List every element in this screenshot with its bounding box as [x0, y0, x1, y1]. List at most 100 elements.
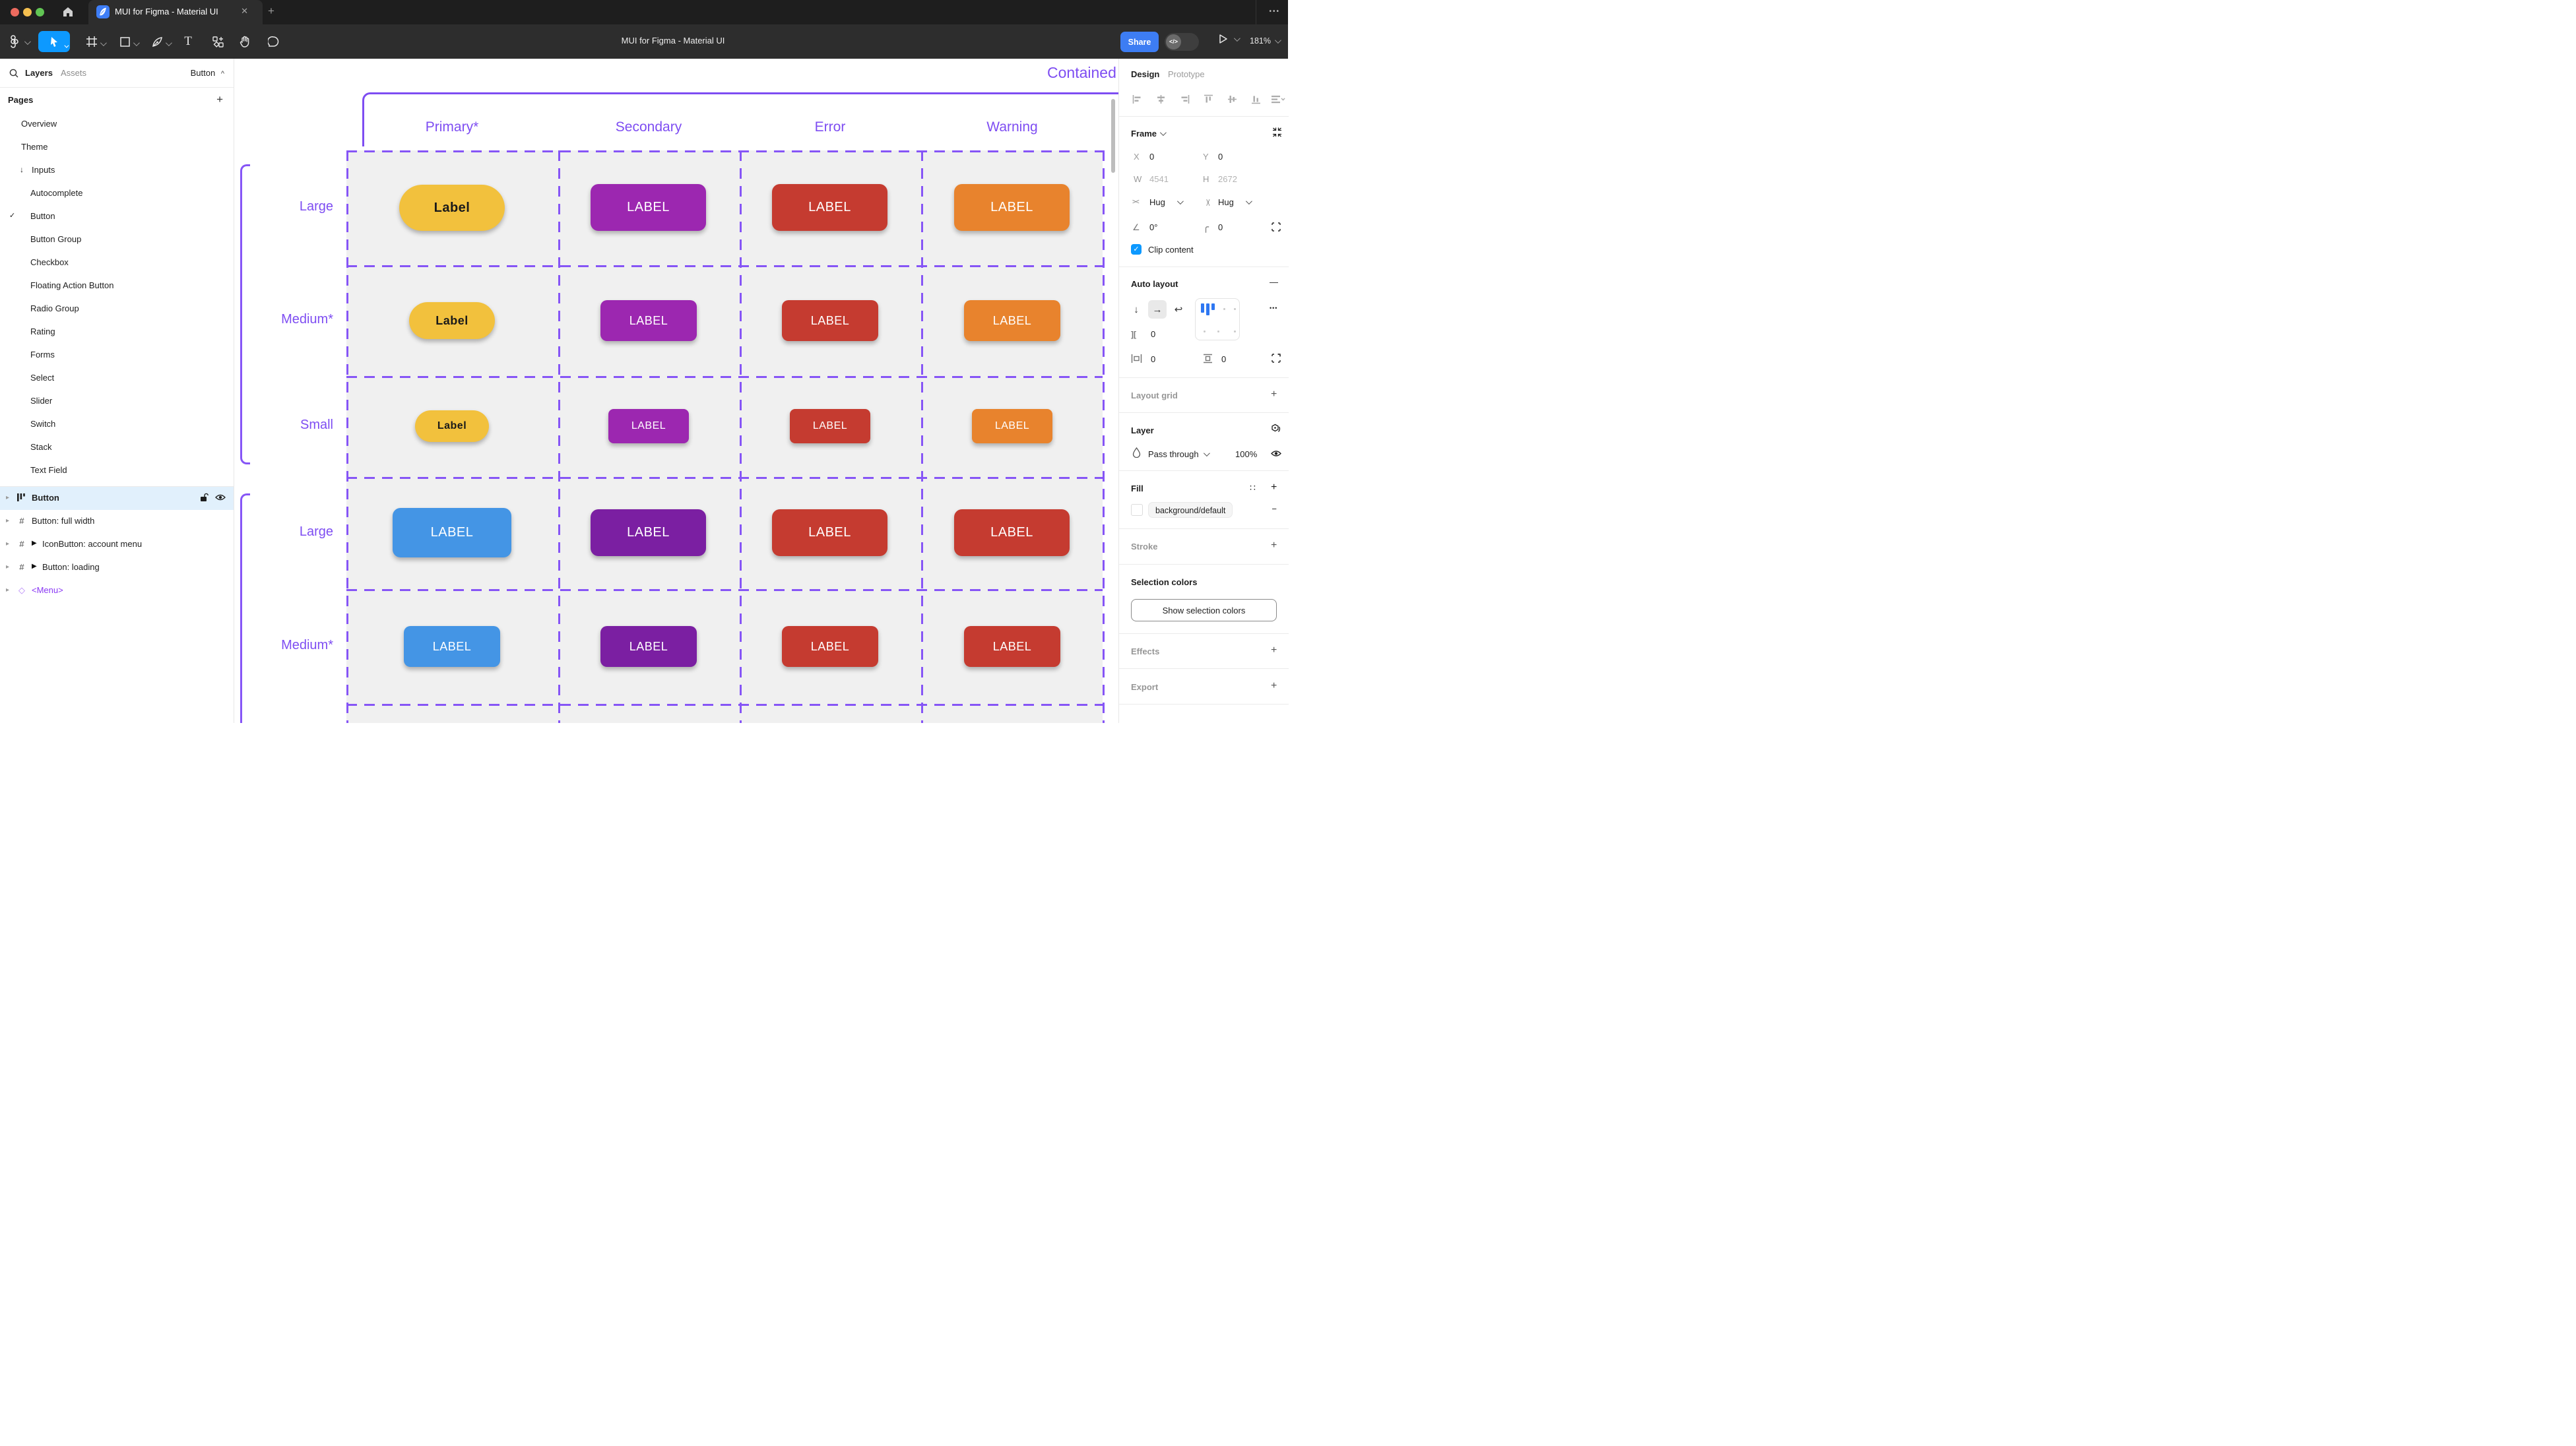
pen-tool-button[interactable] [146, 31, 172, 52]
auto-layout-more-icon[interactable]: ••• [1270, 305, 1278, 311]
page-item-theme[interactable]: Theme [21, 142, 48, 152]
independent-corners-icon[interactable] [1272, 222, 1281, 232]
layer-visibility-eye-icon[interactable] [1271, 449, 1281, 458]
comment-tool-button[interactable] [263, 31, 284, 52]
y-input[interactable]: 0 [1218, 152, 1223, 162]
fill-styles-icon[interactable]: ∷ [1250, 482, 1256, 493]
layer-styles-icon[interactable] [1270, 424, 1281, 435]
page-item-fab[interactable]: Floating Action Button [30, 280, 114, 290]
add-stroke-button[interactable]: + [1271, 540, 1277, 551]
remove-fill-button[interactable]: − [1272, 504, 1277, 514]
add-fill-button[interactable]: + [1271, 482, 1277, 493]
page-item-text-field[interactable]: Text Field [30, 465, 67, 475]
page-item-button[interactable]: ✓Button [0, 204, 234, 228]
present-button[interactable] [1218, 34, 1240, 44]
expand-chevron-icon[interactable]: ▸ [6, 517, 10, 524]
layer-row-iconbutton-account-menu[interactable]: ▸ # ▶ IconButton: account menu [6, 539, 143, 549]
actions-tool-button[interactable] [207, 31, 228, 52]
align-vertical-center-icon[interactable] [1227, 94, 1237, 104]
button-error-medium-contained[interactable]: LABEL [782, 626, 878, 667]
frame-type-chevron-icon[interactable] [1159, 129, 1167, 137]
tab-assets[interactable]: Assets [61, 68, 87, 78]
gap-input[interactable]: 0 [1151, 329, 1156, 339]
expand-chevron-icon[interactable]: ▸ [6, 494, 10, 501]
tab-prototype[interactable]: Prototype [1168, 69, 1205, 79]
fill-style-chip[interactable]: background/default [1148, 502, 1233, 518]
button-secondary-large-contained[interactable]: LABEL [591, 509, 706, 556]
share-button[interactable]: Share [1120, 32, 1159, 52]
button-error-medium[interactable]: LABEL [782, 300, 878, 341]
distribute-menu-icon[interactable] [1271, 94, 1285, 104]
align-horizontal-center-icon[interactable] [1156, 94, 1166, 104]
button-primary-large-contained[interactable]: LABEL [393, 508, 511, 557]
layout-wrap-button[interactable]: ↩ [1169, 300, 1188, 319]
canvas[interactable]: Contained Primary* Secondary Error Warni… [234, 59, 1118, 723]
button-primary-large[interactable]: Label [399, 185, 505, 231]
layer-row-button-full-width[interactable]: ▸ # Button: full width [6, 516, 95, 526]
file-tab[interactable]: MUI for Figma - Material UI ✕ [88, 0, 263, 24]
window-more-icon[interactable]: ••• [1269, 8, 1280, 15]
layer-row-button[interactable]: ▸ Button [0, 487, 234, 510]
vertical-padding-input[interactable]: 0 [1221, 354, 1227, 364]
page-selector[interactable]: Button ^ [191, 68, 224, 78]
dev-mode-toggle[interactable]: </> [1165, 33, 1199, 51]
button-warning-medium[interactable]: LABEL [964, 300, 1060, 341]
add-layout-grid-button[interactable]: + [1271, 389, 1277, 400]
auto-layout-alignment-widget[interactable] [1195, 298, 1240, 340]
tab-close-icon[interactable]: ✕ [241, 6, 248, 16]
frame-section-title[interactable]: Frame [1131, 129, 1157, 139]
button-primary-small[interactable]: Label [415, 410, 489, 442]
layer-row-menu-instance[interactable]: ▸ ◇ <Menu> [6, 585, 63, 595]
fill-color-swatch[interactable] [1131, 504, 1143, 516]
page-item-rating[interactable]: Rating [30, 327, 55, 336]
button-primary-medium[interactable]: Label [409, 302, 495, 339]
page-item-slider[interactable]: Slider [30, 396, 53, 406]
hug-vertical-select[interactable]: Hug [1218, 197, 1234, 207]
zoom-menu[interactable]: 181% [1250, 36, 1281, 46]
blend-mode-select[interactable]: Pass through [1148, 449, 1199, 459]
layer-row-button-loading[interactable]: ▸ # ▶ Button: loading [6, 562, 100, 572]
expand-chevron-icon[interactable]: ▸ [6, 540, 10, 548]
button-warning-large-contained[interactable]: LABEL [954, 509, 1070, 556]
button-secondary-medium-contained[interactable]: LABEL [600, 626, 697, 667]
page-item-checkbox[interactable]: Checkbox [30, 257, 69, 267]
align-right-icon[interactable] [1180, 94, 1190, 104]
align-top-icon[interactable] [1204, 94, 1213, 104]
rotation-input[interactable]: 0° [1149, 222, 1158, 232]
window-minimize-button[interactable] [23, 8, 32, 16]
tab-design[interactable]: Design [1131, 69, 1160, 79]
tab-layers[interactable]: Layers [25, 68, 53, 78]
page-item-overview[interactable]: Overview [21, 119, 57, 129]
layout-direction-down-button[interactable]: ↓ [1127, 300, 1145, 319]
main-menu-icon[interactable] [4, 31, 31, 52]
layout-direction-right-button[interactable]: → [1148, 300, 1167, 319]
search-icon[interactable] [9, 69, 18, 78]
collapse-frame-icon[interactable] [1272, 127, 1282, 137]
frame-title[interactable]: Contained [1047, 64, 1116, 81]
frame-tool-button[interactable] [81, 31, 107, 52]
visibility-eye-icon[interactable] [215, 493, 226, 502]
new-tab-button[interactable]: + [268, 5, 274, 17]
horizontal-padding-input[interactable]: 0 [1151, 354, 1156, 364]
button-error-large[interactable]: LABEL [772, 184, 887, 231]
home-icon[interactable] [62, 6, 74, 18]
add-export-button[interactable]: + [1271, 680, 1277, 691]
collapse-arrow-icon[interactable]: ↓ [20, 165, 24, 174]
align-left-icon[interactable] [1132, 94, 1142, 104]
button-warning-small[interactable]: LABEL [972, 409, 1052, 443]
page-item-radio-group[interactable]: Radio Group [30, 303, 79, 313]
shape-tool-button[interactable] [114, 31, 140, 52]
button-secondary-small[interactable]: LABEL [608, 409, 689, 443]
height-input[interactable]: 2672 [1218, 174, 1237, 184]
clip-content-checkbox[interactable]: ✓ [1131, 244, 1142, 255]
text-tool-button[interactable]: T [177, 31, 199, 52]
button-primary-medium-contained[interactable]: LABEL [404, 626, 500, 667]
button-warning-medium-contained[interactable]: LABEL [964, 626, 1060, 667]
button-error-large-contained[interactable]: LABEL [772, 509, 887, 556]
window-close-button[interactable] [11, 8, 19, 16]
align-bottom-icon[interactable] [1251, 94, 1261, 104]
page-item-forms[interactable]: Forms [30, 350, 55, 360]
window-zoom-button[interactable] [36, 8, 44, 16]
remove-auto-layout-button[interactable]: — [1270, 277, 1278, 287]
expand-chevron-icon[interactable]: ▸ [6, 563, 10, 571]
